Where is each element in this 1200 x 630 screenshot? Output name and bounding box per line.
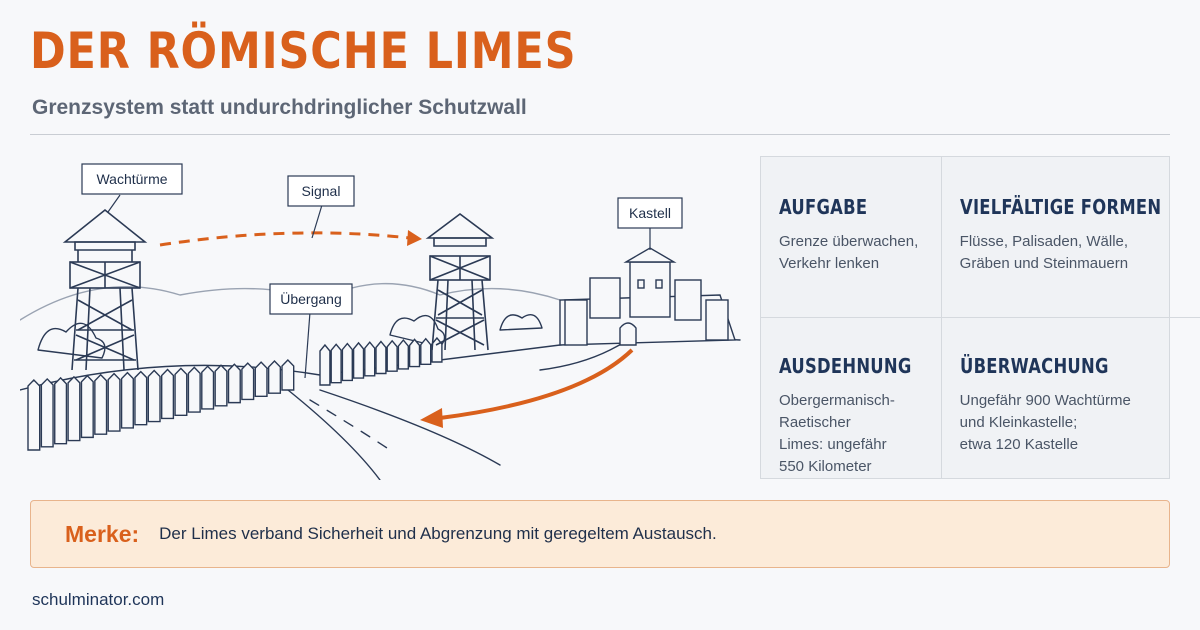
svg-text:Kastell: Kastell	[629, 205, 671, 221]
road-center-line	[309, 399, 391, 451]
palisade-stake	[214, 364, 228, 407]
palisade-stake	[364, 341, 376, 377]
road-right-edge	[319, 389, 501, 466]
info-card-text: Flüsse, Palisaden, Wälle, Gräben und Ste…	[959, 233, 1129, 272]
palisade-stake	[319, 343, 331, 386]
palisade-stake	[54, 376, 68, 445]
palisade-stake	[352, 341, 365, 379]
info-card-ueberwachung: ÜBERWACHUNG Ungefähr 900 Wachtürme und K…	[942, 318, 1200, 479]
info-card-ausdehnung: AUSDEHNUNG Obergermanisch-Raetischer Lim…	[761, 317, 942, 478]
palisade-stake	[80, 374, 94, 439]
palisade-stake	[330, 343, 342, 384]
palisade-stake	[160, 368, 175, 420]
label-signal: Signal	[287, 175, 355, 239]
watchtower-left	[62, 208, 148, 371]
label-fort: Kastell	[617, 197, 683, 250]
palisade-stake	[201, 365, 215, 410]
page-subtitle: Grenzsystem statt undurchdringlicher Sch…	[32, 96, 527, 119]
traffic-arrow	[439, 348, 634, 420]
info-card-text: Obergermanisch-Raetischer Limes: ungefäh…	[779, 391, 895, 475]
palisade-stake	[94, 373, 108, 435]
palisade-stake	[147, 369, 161, 423]
road-left-edge	[287, 389, 381, 480]
info-card-title: AUSDEHNUNG	[779, 353, 912, 378]
watchtower-right	[425, 213, 495, 351]
palisade-stake	[254, 361, 268, 398]
info-card-title: AUFGABE	[779, 195, 868, 219]
note-text: Der Limes verband Sicherheit und Abgrenz…	[159, 524, 717, 543]
palisade-stake	[267, 360, 282, 394]
palisade-stake	[227, 363, 241, 404]
signal-arrowhead	[407, 230, 422, 246]
palisade-stake	[281, 358, 295, 391]
signal-arrow	[159, 231, 411, 247]
svg-text:Signal: Signal	[302, 183, 341, 199]
palisade-stake	[40, 377, 54, 448]
palisade-stake	[397, 339, 409, 370]
bush	[389, 314, 446, 348]
svg-text:Wachtürme: Wachtürme	[96, 171, 167, 187]
palisade-stake	[420, 337, 432, 365]
palisade-stake	[375, 340, 387, 375]
info-card-formen: VIELFÄLTIGE FORMEN Flüsse, Palisaden, Wä…	[941, 157, 1200, 318]
info-grid: AUFGABE Grenze überwachen, Verkehr lenke…	[760, 156, 1200, 479]
traffic-arrowhead	[420, 408, 443, 428]
bush	[499, 314, 543, 331]
label-crossing: Übergang	[269, 283, 353, 379]
palisade-left	[27, 358, 295, 451]
palisade-stake	[241, 362, 255, 401]
palisade-stake	[341, 342, 353, 382]
limes-illustration: Wachtürme Signal Übergang Kastell	[20, 163, 741, 480]
palisade-stake	[134, 370, 148, 426]
footer-site: schulminator.com	[32, 590, 165, 609]
divider	[30, 134, 1170, 135]
info-card-text: Grenze überwachen, Verkehr lenken	[779, 233, 919, 272]
info-card-aufgabe: AUFGABE Grenze überwachen, Verkehr lenke…	[761, 157, 942, 318]
palisade-stake	[386, 339, 398, 372]
palisade-stake	[27, 378, 41, 451]
palisade-stake	[408, 338, 421, 368]
info-card-title: ÜBERWACHUNG	[959, 353, 1109, 378]
palisade-right	[319, 336, 443, 386]
bush	[37, 322, 106, 359]
svg-text:Übergang: Übergang	[280, 290, 342, 307]
fort-kastell	[559, 247, 736, 346]
palisade-stake	[107, 372, 121, 432]
info-card-text: Ungefähr 900 Wachtürme und Kleinkastelle…	[959, 391, 1131, 453]
note-label: Merke:	[65, 520, 140, 547]
palisade-stake	[174, 367, 188, 416]
palisade-stake	[120, 371, 134, 429]
palisade-stake	[67, 375, 81, 442]
label-towers: Wachtürme	[81, 163, 183, 213]
info-card-title: VIELFÄLTIGE FORMEN	[959, 195, 1161, 219]
palisade-stake	[187, 366, 201, 413]
note-box: Merke: Der Limes verband Sicherheit und …	[30, 500, 1170, 568]
page-title: DER RÖMISCHE LIMES	[30, 22, 577, 80]
